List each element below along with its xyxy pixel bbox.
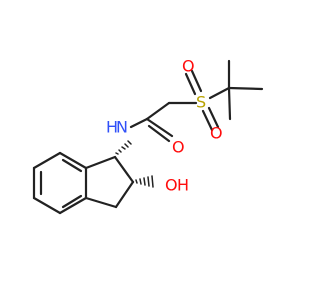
atom-label-sulfonyl-o-bottom: O — [210, 124, 223, 143]
atom-label-hydroxyl-h: H — [177, 176, 189, 195]
molecule-structure: N H O S O O O H — [32, 57, 264, 215]
bond-ar-inner3 — [61, 158, 83, 173]
sulfonyl-double-bond-top — [184, 69, 203, 96]
bond-tbu-me3 — [227, 86, 232, 121]
atom-label-hydroxyl-o: O — [165, 176, 178, 195]
carbonyl-double-bond — [145, 117, 174, 143]
atom-label-sulfonyl-o-top: O — [182, 57, 195, 76]
atom-label-n: N — [116, 118, 128, 137]
benzene-ring — [32, 151, 88, 215]
bond-ar1 — [32, 151, 62, 170]
bond-ar6 — [58, 151, 88, 170]
bond-s-tbu — [208, 86, 231, 100]
bond-ar3 — [32, 196, 62, 215]
cyclopentane-ring — [84, 155, 135, 209]
bond-tbu-me2 — [227, 86, 264, 91]
bond-c3-c7a — [84, 196, 118, 209]
hashed-bond-c2-oh — [135, 175, 154, 188]
bond-n-carbonyl — [129, 117, 149, 129]
atom-label-carbonyl-o: O — [172, 138, 185, 157]
hashed-bond-c1-n — [115, 140, 132, 155]
bond-ar-inner2 — [61, 194, 83, 209]
bond-carbonyl-ch2 — [145, 101, 171, 121]
sulfonyl-double-bond-bottom — [201, 106, 220, 132]
bond-c2-c3 — [114, 180, 135, 209]
bond-c1-c2 — [113, 155, 135, 184]
atom-label-s: S — [196, 93, 206, 112]
bond-c3a-c1 — [84, 155, 117, 170]
bond-ar4 — [58, 196, 88, 215]
atom-label-nh: H — [106, 118, 118, 137]
